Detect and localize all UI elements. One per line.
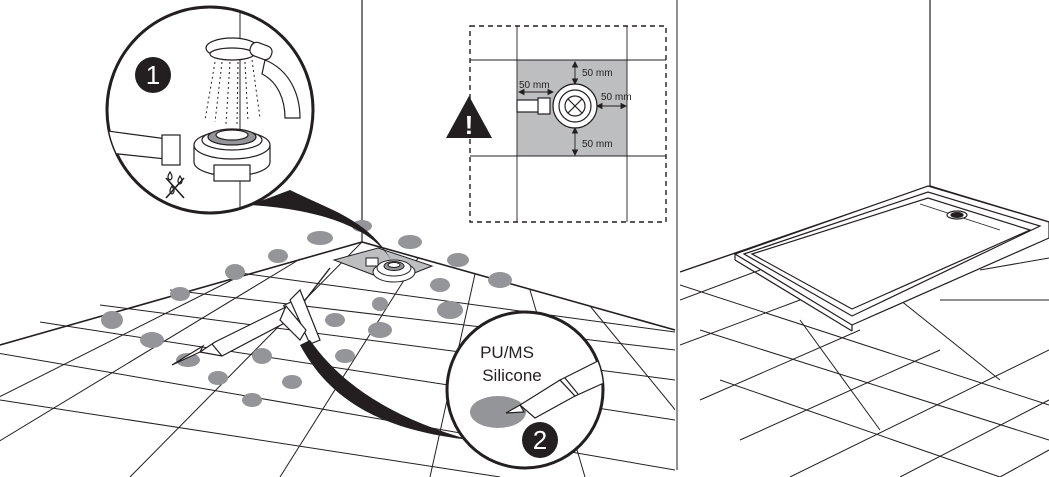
dim-bottom-label: 50 mm <box>582 139 613 150</box>
drain-plan-view <box>516 83 598 129</box>
dim-top-label: 50 mm <box>582 68 613 79</box>
dim-left-label: 50 mm <box>519 80 550 91</box>
sealant-type-line2: Silicone <box>482 366 542 385</box>
warning-mark: ! <box>465 110 474 140</box>
step1-badge <box>135 57 171 93</box>
caulking-gun <box>171 267 331 366</box>
zoom-connector-step2 <box>300 340 470 440</box>
sealant-type-line1: PU/MS <box>480 343 534 362</box>
step1-number: 1 <box>146 60 160 90</box>
dim-right-label: 50 mm <box>601 92 632 103</box>
installed-shower-tray <box>733 185 1049 332</box>
step2-number: 2 <box>533 425 547 455</box>
floor-wall-edge-right <box>361 241 676 331</box>
clearance-detail: 50 mm 50 mm 50 mm 50 mm <box>469 25 667 223</box>
drain-on-floor <box>332 247 434 283</box>
warning-icon: ! <box>446 96 492 140</box>
step2-detail: PU/MS Silicone 2 <box>445 310 605 470</box>
zoom-connector-step1 <box>250 190 392 262</box>
step2-badge <box>522 422 558 458</box>
step1-detail: 1 <box>105 5 315 215</box>
right-floor-tiles <box>680 237 1049 477</box>
right-room-scene <box>680 0 1049 477</box>
adhesive-dabs <box>101 220 512 407</box>
